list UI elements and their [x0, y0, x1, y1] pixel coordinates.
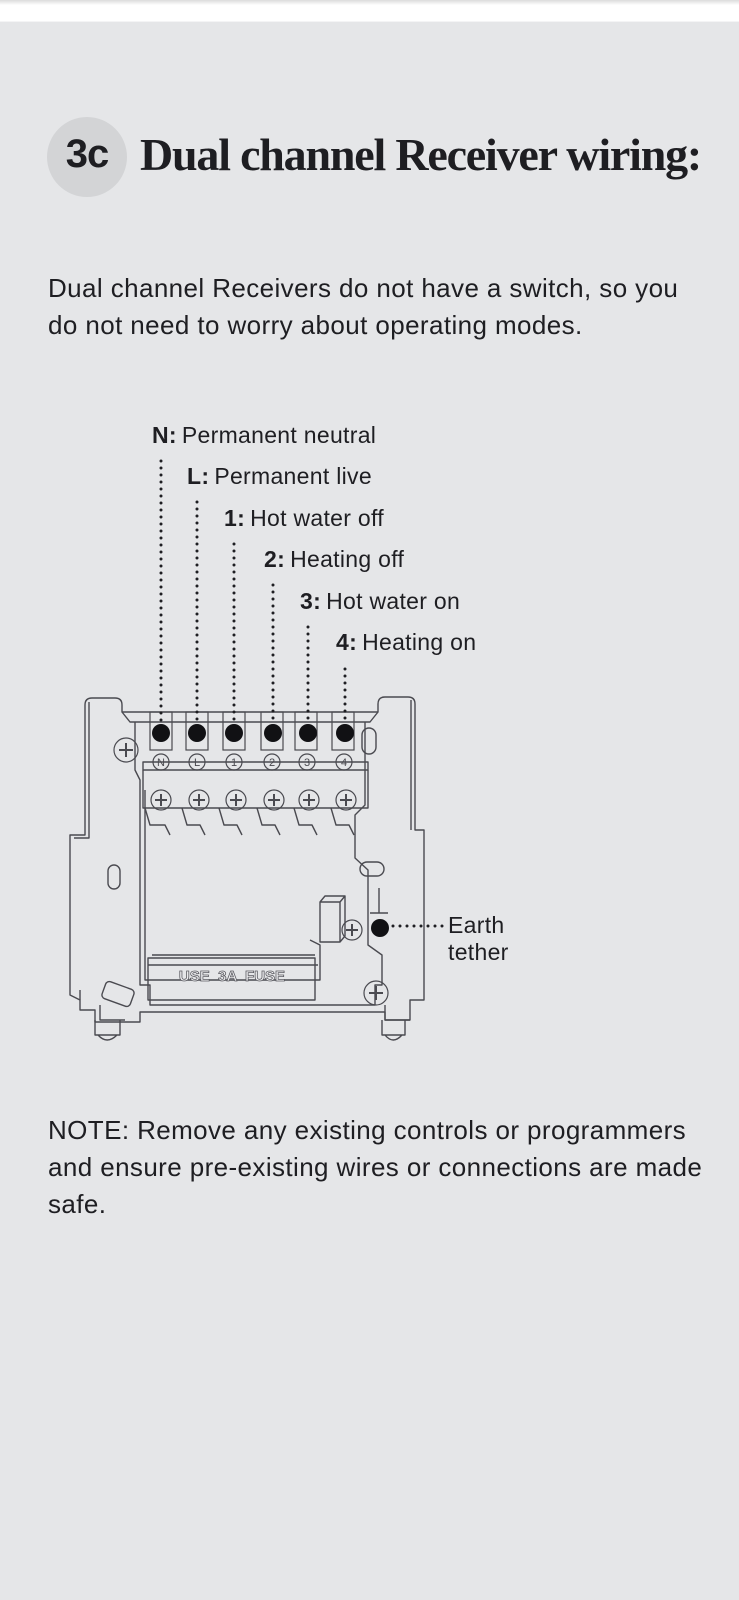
- step-badge: [47, 117, 127, 197]
- terminal-key: 3:: [300, 588, 322, 614]
- terminal-dot-1: [225, 724, 243, 742]
- terminal-description: Heating on: [362, 629, 477, 655]
- terminal-label-2: 2:Heating off: [264, 546, 404, 573]
- terminal-dot-2: [264, 724, 282, 742]
- leader-lines: [159, 459, 445, 928]
- note-text: NOTE: Remove any existing controls or pr…: [48, 1115, 703, 1219]
- terminal-dot-l: [188, 724, 206, 742]
- terminal-description: Permanent live: [214, 463, 372, 489]
- terminal-label-l: L:Permanent live: [187, 463, 372, 490]
- step-number: 3c: [65, 132, 110, 176]
- terminal-description: Heating off: [290, 546, 405, 572]
- earth-label-line2: tether: [448, 939, 509, 965]
- marking-3: 3: [304, 757, 310, 769]
- terminal-description: Hot water off: [250, 505, 384, 531]
- top-bar: [0, 0, 739, 22]
- marking-4: 4: [341, 757, 347, 769]
- earth-label-line1: Earth: [448, 912, 505, 938]
- page-title: Dual channel Receiver wiring:: [140, 129, 702, 180]
- terminal-dot-4: [336, 724, 354, 742]
- terminal-dot-n: [152, 724, 170, 742]
- backplate-outline: [69, 696, 425, 1023]
- terminal-key: L:: [187, 463, 210, 489]
- terminal-markings: [152, 753, 353, 771]
- screw-crosses: [119, 743, 383, 1000]
- earth-tether-label: Earth tether: [448, 912, 509, 966]
- upper-terminal-row: [149, 711, 355, 751]
- terminal-key: 4:: [336, 629, 358, 655]
- marking-n: N: [157, 757, 165, 769]
- terminal-key: N:: [152, 422, 177, 448]
- marking-l: L: [194, 757, 200, 769]
- terminal-dot-3: [299, 724, 317, 742]
- marking-1: 1: [231, 757, 237, 769]
- terminal-label-1: 1:Hot water off: [224, 505, 384, 532]
- terminal-label-3: 3:Hot water on: [300, 588, 460, 615]
- screw-icons: [113, 737, 389, 1006]
- fuse-text: USE 3A FUSE: [179, 968, 285, 985]
- earth-dot: [371, 919, 389, 937]
- terminal-key: 2:: [264, 546, 286, 572]
- terminal-key: 1:: [224, 505, 246, 531]
- intro-text: Dual channel Receivers do not have a swi…: [48, 273, 679, 340]
- marking-2: 2: [269, 757, 275, 769]
- terminal-label-4: 4:Heating on: [336, 629, 476, 656]
- terminal-dots: [152, 724, 389, 937]
- terminal-description: Hot water on: [326, 588, 461, 614]
- terminal-description: Permanent neutral: [181, 422, 377, 448]
- receiver-wiring-diagram: N L 1 2 3 4 USE 3A FUSE: [69, 459, 445, 1041]
- terminal-label-n: N:Permanent neutral: [152, 422, 376, 449]
